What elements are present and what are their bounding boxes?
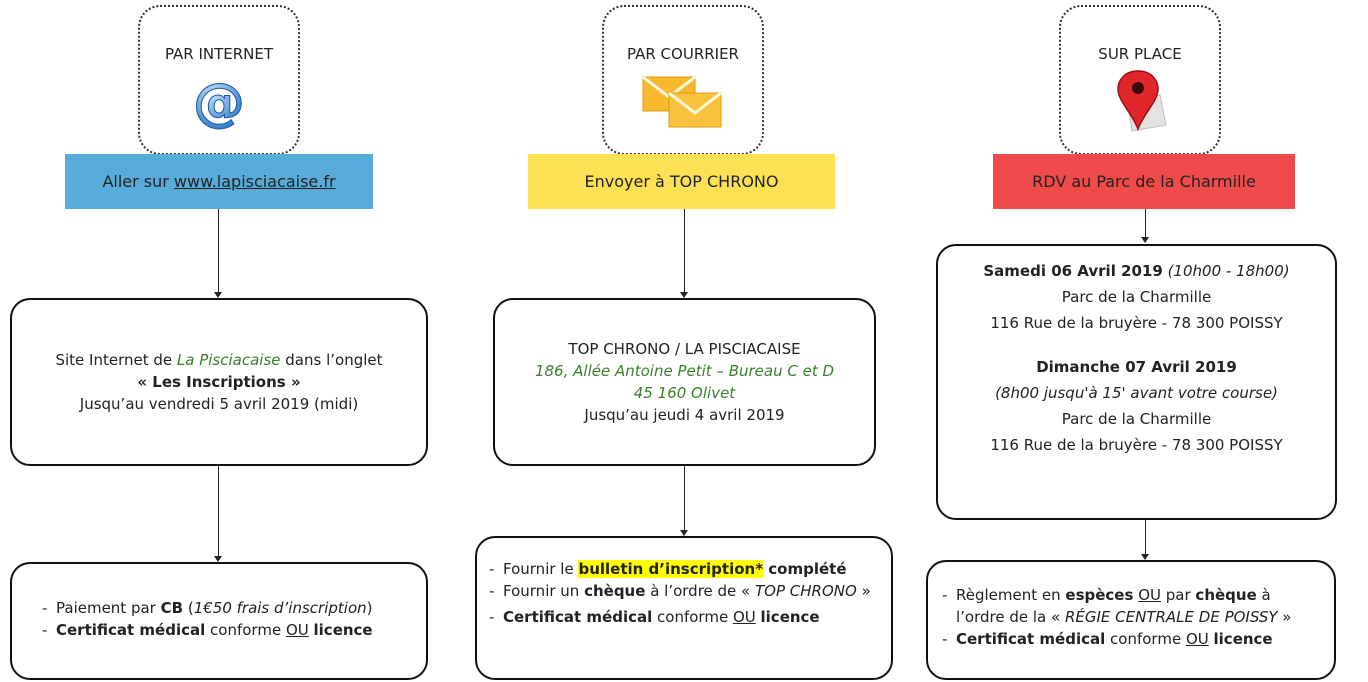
card-internet-info: Site Internet de La Pisciacaise dans l’o… — [10, 298, 428, 466]
arrow-place-1 — [1141, 237, 1149, 243]
courrier-req-certificate: Certificat médical conforme OU licence — [489, 606, 881, 628]
courrier-line4: Jusqu’au jeudi 4 avril 2019 — [584, 406, 785, 424]
band-courrier-label: Envoyer à TOP CHRONO — [584, 172, 779, 191]
arrow-courrier-1 — [680, 292, 688, 298]
courrier-line3: 45 160 Olivet — [633, 384, 736, 402]
website-link[interactable]: www.lapisciacaise.fr — [173, 172, 336, 191]
card-place-dates: Samedi 06 Avril 2019 (10h00 - 18h00) Par… — [936, 244, 1337, 520]
head-title-internet: PAR INTERNET — [164, 45, 274, 63]
card-place-requirements: Règlement en espèces OU par chèque à l’o… — [926, 560, 1336, 680]
internet-line3: Jusqu’au vendredi 5 avril 2019 (midi) — [79, 395, 359, 413]
arrow-internet-2 — [214, 556, 222, 562]
arrow-courrier-2 — [680, 530, 688, 536]
saturday-address: 116 Rue de la bruyère - 78 300 POISSY — [990, 314, 1283, 332]
svg-text:@: @ — [193, 73, 245, 133]
head-box-courrier: PAR COURRIER — [602, 5, 764, 155]
at-sign-icon: @ — [193, 73, 246, 134]
internet-req-certificate: Certificat médical conforme OU licence — [42, 619, 426, 641]
sunday-address: 116 Rue de la bruyère - 78 300 POISSY — [990, 436, 1283, 454]
band-place-label: RDV au Parc de la Charmille — [1032, 172, 1256, 191]
courrier-req-bulletin: Fournir le bulletin d’inscription* compl… — [489, 558, 881, 580]
arrow-internet-1 — [214, 292, 222, 298]
head-box-internet: PAR INTERNET @ — [138, 5, 300, 155]
sunday-place: Parc de la Charmille — [1061, 410, 1212, 428]
place-req-payment: Règlement en espèces OU par chèque à l’o… — [942, 584, 1326, 628]
envelope-icon — [642, 75, 722, 128]
band-courrier: Envoyer à TOP CHRONO — [528, 154, 835, 209]
sunday-line: Dimanche 07 Avril 2019 — [1036, 358, 1237, 376]
sunday-time: (8h00 jusqu'à 15' avant votre course) — [995, 384, 1278, 402]
map-pin-icon — [1117, 70, 1167, 132]
place-req-certificate: Certificat médical conforme OU licence — [942, 628, 1326, 650]
card-courrier-requirements: Fournir le bulletin d’inscription* compl… — [475, 536, 893, 680]
arrow-place-2 — [1141, 554, 1149, 560]
saturday-place: Parc de la Charmille — [1061, 288, 1212, 306]
head-title-place: SUR PLACE — [1098, 45, 1182, 63]
band-place: RDV au Parc de la Charmille — [993, 154, 1295, 209]
saturday-line: Samedi 06 Avril 2019 (10h00 - 18h00) — [983, 262, 1290, 280]
card-courrier-info: TOP CHRONO / LA PISCIACAISE 186, Allée A… — [493, 298, 876, 466]
connector-internet-2 — [218, 466, 219, 558]
internet-line2: « Les Inscriptions » — [137, 373, 301, 391]
internet-line1: Site Internet de La Pisciacaise dans l’o… — [55, 351, 383, 369]
connector-courrier-1 — [684, 209, 685, 294]
connector-courrier-2 — [684, 466, 685, 532]
band-internet-prefix: Aller sur — [102, 172, 174, 191]
connector-place-1 — [1145, 209, 1146, 239]
head-box-place: SUR PLACE — [1059, 5, 1221, 155]
connector-place-2 — [1145, 520, 1146, 556]
connector-internet-1 — [218, 209, 219, 294]
courrier-req-cheque: Fournir un chèque à l’ordre de « TOP CHR… — [489, 580, 881, 602]
courrier-line2: 186, Allée Antoine Petit – Bureau C et D — [534, 362, 835, 380]
band-internet: Aller sur www.lapisciacaise.fr — [65, 154, 373, 209]
internet-req-payment: Paiement par CB (1€50 frais d’inscriptio… — [42, 597, 426, 619]
card-internet-requirements: Paiement par CB (1€50 frais d’inscriptio… — [10, 562, 428, 680]
courrier-line1: TOP CHRONO / LA PISCIACAISE — [568, 340, 801, 358]
head-title-courrier: PAR COURRIER — [627, 45, 739, 63]
